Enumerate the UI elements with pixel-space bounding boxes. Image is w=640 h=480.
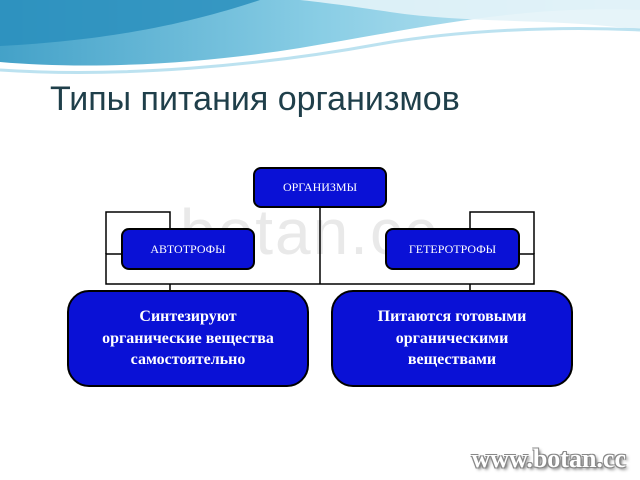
heterotrophs-box: ГЕТЕРОТРОФЫ xyxy=(385,228,520,270)
organisms-box: ОРГАНИЗМЫ xyxy=(253,167,387,208)
heterotrophs-description-box: Питаются готовыми органическими вещества… xyxy=(331,290,573,387)
slide-title: Типы питания организмов xyxy=(50,80,460,118)
autotrophs-description-box: Синтезируют органические вещества самост… xyxy=(67,290,309,387)
footer-watermark: www.botan.cc xyxy=(471,444,626,473)
header-wave-decoration xyxy=(0,0,640,74)
autotrophs-box: АВТОТРОФЫ xyxy=(121,228,255,270)
